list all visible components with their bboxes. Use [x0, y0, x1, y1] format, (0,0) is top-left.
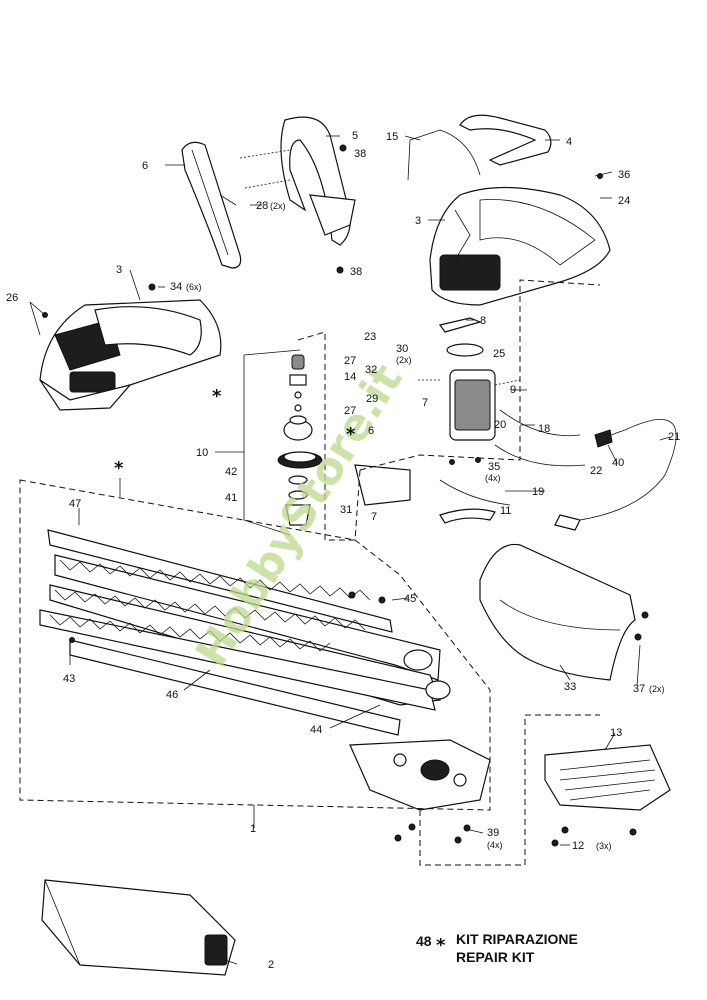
label-part-43: 43	[63, 673, 75, 685]
kit-star-brush: *	[346, 424, 356, 445]
label-part-14: 14	[344, 371, 356, 383]
screws	[42, 144, 649, 847]
repair-kit-legend: 48 * KIT RIPARAZIONE REPAIR KIT	[416, 931, 578, 965]
kit-outline-motor	[359, 279, 601, 471]
label-part-22: 22	[590, 465, 602, 477]
label-part-39: 39	[487, 827, 499, 839]
label-part-29: 29	[366, 393, 378, 405]
label-part-6-brush: 6	[368, 425, 374, 437]
label-part-44: 44	[310, 724, 322, 736]
label-part-2: 2	[268, 959, 274, 971]
label-part-12-qty: (3x)	[596, 841, 612, 851]
label-part-15: 15	[386, 131, 398, 143]
label-part-24: 24	[618, 195, 630, 207]
label-part-27-bottom: 27	[344, 405, 356, 417]
kit-outline-lower	[419, 714, 600, 866]
label-part-37-qty: (2x)	[649, 684, 665, 694]
label-part-40: 40	[612, 457, 624, 469]
power-cord-assembly	[439, 409, 677, 531]
label-part-28: 28	[256, 200, 268, 212]
label-part-39-qty: (4x)	[487, 840, 503, 850]
label-part-25: 25	[493, 348, 505, 360]
label-part-5: 5	[352, 130, 358, 142]
part-6-handle-half	[181, 141, 242, 269]
label-part-7-motor: 7	[422, 397, 428, 409]
label-part-8: 8	[480, 315, 486, 327]
label-part-6: 6	[142, 160, 148, 172]
part-10-gear-assembly	[277, 354, 323, 526]
label-part-35: 35	[488, 461, 500, 473]
label-part-32: 32	[365, 364, 377, 376]
label-part-19: 19	[532, 486, 544, 498]
label-part-34-qty: (6x)	[186, 282, 202, 292]
label-part-38-top: 38	[354, 148, 366, 160]
label-part-9: 9	[510, 384, 516, 396]
label-part-35-qty: (4x)	[485, 473, 501, 483]
label-part-12: 12	[572, 840, 584, 852]
label-part-3-left: 3	[116, 264, 122, 276]
part-13-cover-plate	[544, 744, 671, 811]
kit-star-blades: *	[114, 458, 124, 479]
part-4-top-cover	[459, 114, 552, 166]
label-part-1: 1	[250, 823, 256, 835]
part-2-blade-sleeve	[41, 879, 236, 976]
kit-number: 48	[416, 933, 432, 949]
label-part-21: 21	[668, 431, 680, 443]
label-part-33: 33	[564, 681, 576, 693]
leader-lines	[29, 135, 671, 965]
label-part-30: 30	[396, 343, 408, 355]
kit-outline-blades	[19, 479, 491, 811]
label-part-26: 26	[6, 292, 18, 304]
blade-set	[39, 529, 451, 736]
label-part-46: 46	[166, 689, 178, 701]
label-part-47: 47	[69, 498, 81, 510]
label-part-11: 11	[500, 505, 511, 517]
label-part-28-qty: (2x)	[270, 201, 286, 211]
part-3-housing-left	[39, 299, 222, 411]
label-part-31: 31	[340, 504, 352, 516]
label-part-42: 42	[225, 466, 237, 478]
label-part-18: 18	[538, 423, 550, 435]
label-part-27-top: 27	[344, 355, 356, 367]
label-part-4: 4	[566, 136, 572, 148]
gear-housing-plate	[349, 739, 491, 811]
label-part-41: 41	[225, 492, 237, 504]
label-part-7-housing: 7	[371, 511, 377, 523]
label-part-36: 36	[618, 169, 630, 181]
label-part-3-housing: 3	[415, 215, 421, 227]
kit-line-2: REPAIR KIT	[456, 949, 535, 965]
bracket-10	[243, 349, 301, 536]
part-15-cable	[409, 129, 481, 176]
part-5-front-handle	[280, 116, 356, 246]
kit-star-gear: *	[212, 386, 222, 407]
label-part-38-bottom: 38	[350, 266, 362, 278]
label-part-37: 37	[633, 683, 645, 695]
label-part-10: 10	[196, 447, 208, 459]
kit-star: *	[436, 935, 446, 956]
part-28-springs	[239, 149, 291, 189]
motor-assembly	[354, 317, 521, 506]
label-part-13: 13	[610, 727, 622, 739]
part-3-main-housing-right	[429, 186, 611, 306]
label-part-20: 20	[494, 419, 506, 431]
label-part-23: 23	[364, 331, 376, 343]
label-part-45: 45	[404, 593, 416, 605]
label-part-34: 34	[170, 281, 182, 293]
kit-line-1: KIT RIPARAZIONE	[456, 931, 578, 947]
label-part-30-qty: (2x)	[396, 355, 412, 365]
part-33-blade-guard	[479, 543, 636, 681]
